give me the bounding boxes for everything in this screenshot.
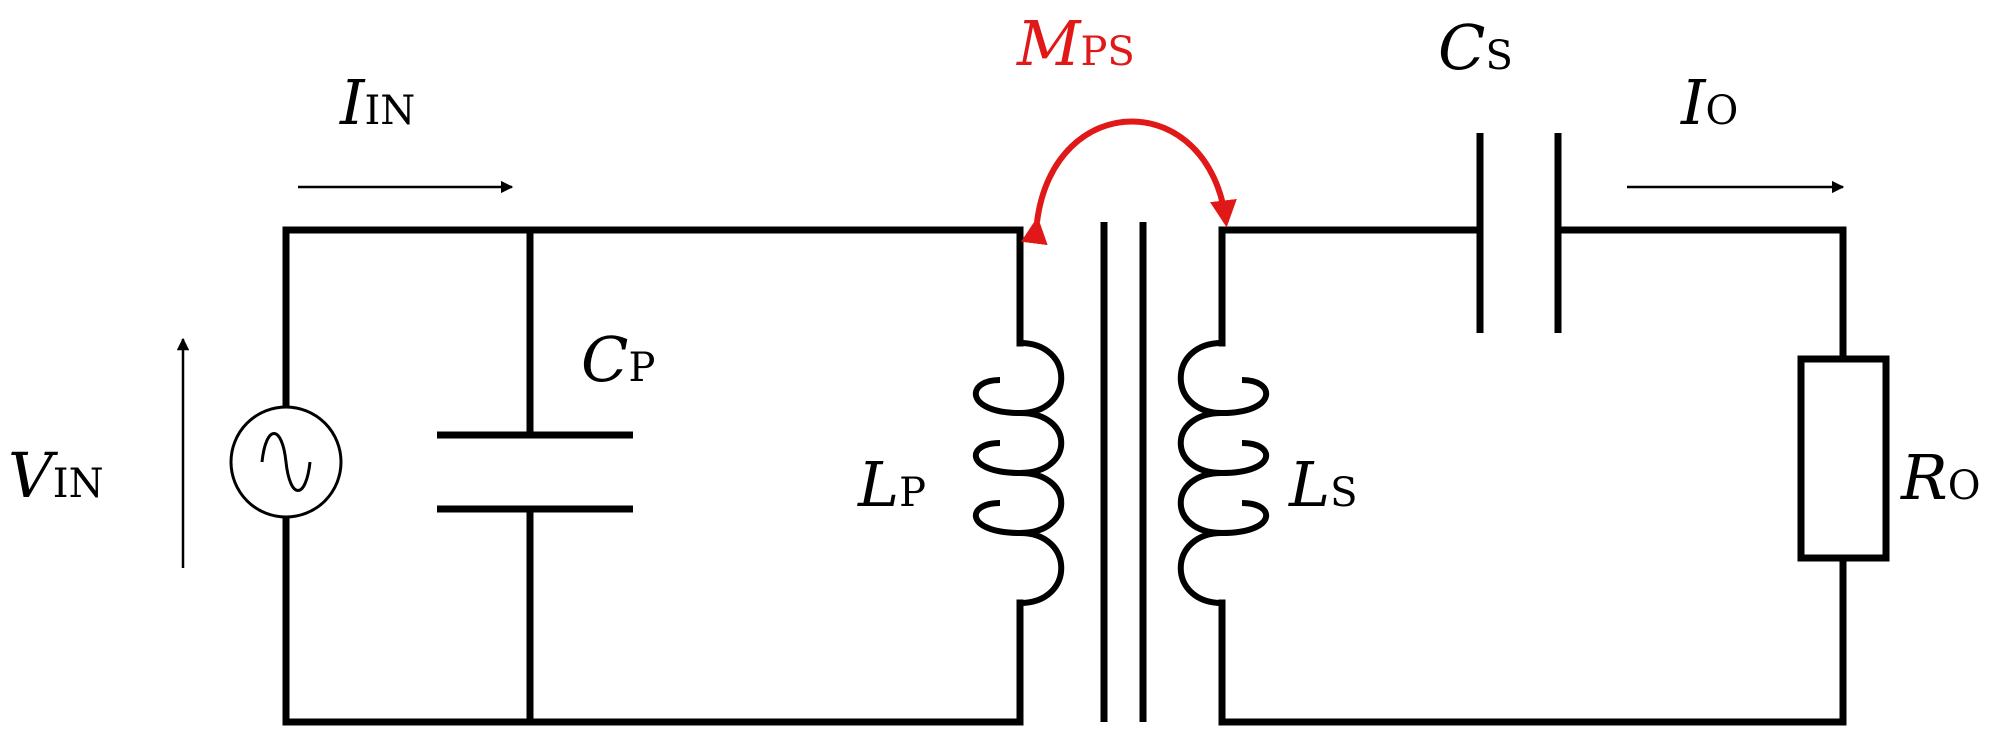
sine-wave-icon	[260, 432, 312, 492]
label-i-o: IO	[1680, 66, 1738, 139]
load-resistor	[1797, 355, 1890, 562]
label-i-in: IIN	[339, 66, 415, 139]
secondary-capacitor	[1476, 133, 1562, 333]
secondary-wire-top-right	[1554, 226, 1847, 360]
ac-voltage-source	[229, 405, 343, 519]
label-v-in: VIN	[8, 439, 104, 512]
label-l-s: LS	[1288, 448, 1358, 521]
mutual-coupling-arrow	[1020, 118, 1237, 246]
primary-inductor	[972, 226, 1065, 726]
label-l-p: LP	[857, 448, 926, 521]
label-m-ps: MPS	[1016, 7, 1135, 80]
primary-capacitor	[437, 226, 633, 726]
label-r-o: RO	[1900, 441, 1980, 514]
label-c-s: CS	[1438, 11, 1513, 84]
transformer-core	[1100, 222, 1147, 722]
secondary-wire-bottom	[1218, 557, 1847, 726]
secondary-inductor	[1177, 226, 1270, 726]
label-c-p: CP	[581, 323, 655, 396]
